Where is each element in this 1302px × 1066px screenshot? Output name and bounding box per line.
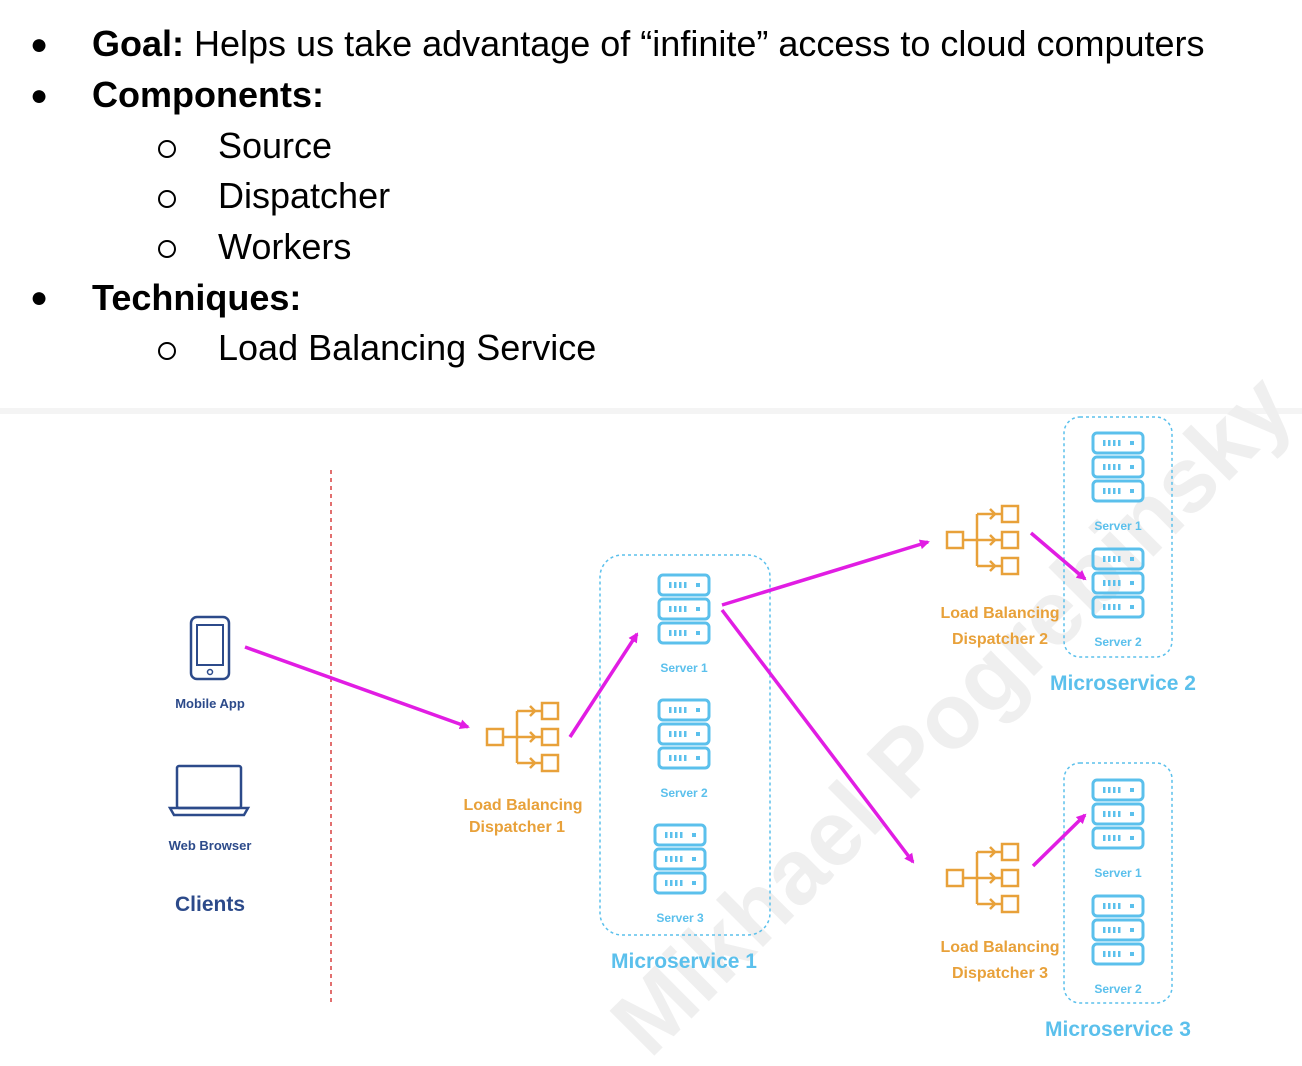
server-icon [1093,896,1143,964]
load-balancer-icon [485,701,560,773]
arrow-dispatcher-3-to-server [1031,813,1087,868]
server-icon [659,700,709,768]
sub-bullet-marker [158,190,176,208]
ms1-server-3-label: Server 3 [656,911,704,925]
component-item: Source [218,125,333,166]
ms2-server-1-label: Server 1 [1094,519,1142,533]
ms3-server-1-label: Server 1 [1094,866,1142,880]
clients-title: Clients [175,893,245,916]
load-balancer-icon [945,504,1020,576]
dispatcher-1-line2: Dispatcher 1 [469,819,565,836]
arrow-ms1-to-dispatcher-3 [720,608,915,864]
sub-bullet-marker [158,240,176,258]
phone-icon [189,615,231,681]
component-item: Dispatcher [218,175,391,216]
server-icon [1093,780,1143,848]
microservice-2-box [1063,416,1173,658]
components-label: Components: [92,74,324,115]
goal-label: Goal: [92,23,185,64]
server-icon [655,825,705,893]
server-icon [659,575,709,643]
arrow-dispatcher-2-to-server [1029,531,1087,581]
dispatcher-3-line1: Load Balancing [940,939,1059,956]
ms2-server-2-label: Server 2 [1094,635,1142,649]
section-separator [0,408,1302,414]
ms3-server-2-label: Server 2 [1094,982,1142,996]
dispatcher-2-line2: Dispatcher 2 [952,631,1048,648]
bullet-list: ● Goal: Helps us take advantage of “infi… [0,0,1302,400]
dispatcher-3-line2: Dispatcher 3 [952,965,1048,982]
laptop-icon [167,764,251,817]
arrow-client-to-dispatcher-1 [244,645,470,730]
bullet-marker: ● [30,28,49,61]
technique-item: Load Balancing Service [218,327,597,368]
arrow-ms1-to-dispatcher-2 [721,539,930,607]
dispatcher-2-line1: Load Balancing [940,605,1059,622]
microservice-3-title: Microservice 3 [1045,1018,1191,1041]
ms1-server-1-label: Server 1 [660,661,708,675]
web-browser-label: Web Browser [169,838,252,853]
component-item: Workers [218,226,352,267]
ms1-server-2-label: Server 2 [660,786,708,800]
dispatcher-1-line1: Load Balancing [463,797,582,814]
sub-bullet-marker [158,342,176,360]
microservice-2-title: Microservice 2 [1050,672,1196,695]
bullet-marker: ● [30,281,49,314]
bullet-marker: ● [30,79,49,112]
arrow-dispatcher-1-to-server [568,632,639,738]
techniques-label: Techniques: [92,277,302,318]
load-balancer-icon [945,842,1020,914]
mobile-app-label: Mobile App [175,696,245,711]
microservice-1-title: Microservice 1 [611,950,757,973]
goal-item: Goal: Helps us take advantage of “infini… [92,24,1205,64]
goal-text: Helps us take advantage of “infinite” ac… [184,23,1205,64]
sub-bullet-marker [158,140,176,158]
microservice-1-box [599,554,771,936]
microservice-3-box [1063,762,1173,1004]
